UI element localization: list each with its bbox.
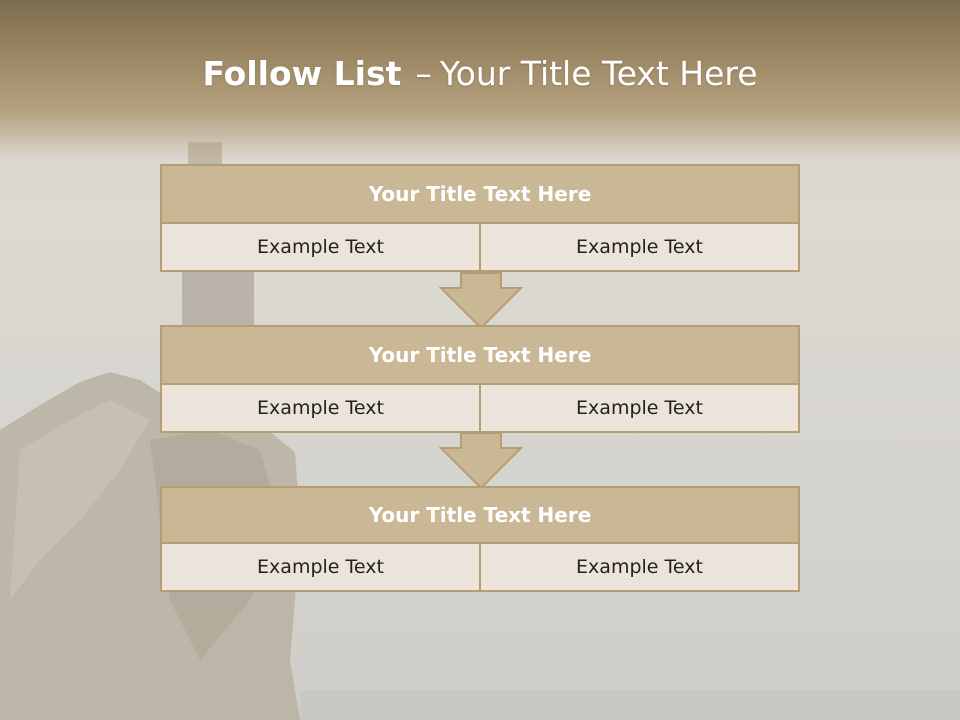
step-3-right-cell: Example Text	[479, 544, 798, 590]
title-rest: Your Title Text Here	[439, 54, 758, 93]
step-title-3: Your Title Text Here	[162, 488, 798, 544]
step-2-right-cell: Example Text	[479, 385, 798, 431]
step-box-3: Your Title Text Here Example Text Exampl…	[160, 486, 800, 592]
title-dash: –	[415, 54, 432, 93]
step-title-2: Your Title Text Here	[162, 327, 798, 385]
step-box-1: Your Title Text Here Example Text Exampl…	[160, 164, 800, 272]
header-band	[0, 0, 960, 160]
step-2-left-cell: Example Text	[162, 385, 479, 431]
step-row-1: Example Text Example Text	[162, 224, 798, 270]
step-row-3: Example Text Example Text	[162, 544, 798, 590]
step-title-1: Your Title Text Here	[162, 166, 798, 224]
step-row-2: Example Text Example Text	[162, 385, 798, 431]
slide-title: Follow List–Your Title Text Here	[0, 54, 960, 93]
down-arrow-icon-2	[439, 432, 523, 490]
step-1-left-cell: Example Text	[162, 224, 479, 270]
step-box-2: Your Title Text Here Example Text Exampl…	[160, 325, 800, 433]
down-arrow-icon-1	[439, 272, 523, 330]
step-3-left-cell: Example Text	[162, 544, 479, 590]
title-strong: Follow List	[202, 54, 402, 93]
step-1-right-cell: Example Text	[479, 224, 798, 270]
